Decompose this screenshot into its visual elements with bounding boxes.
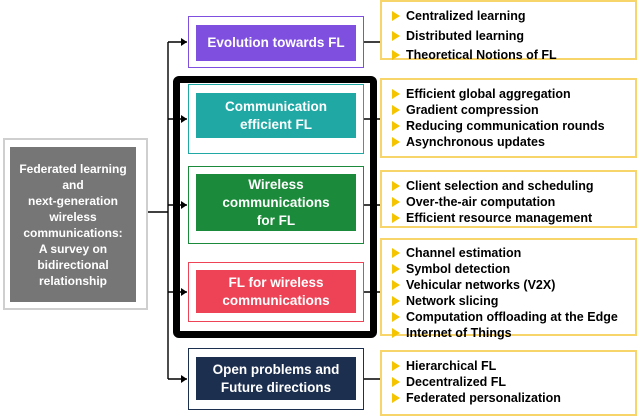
list-item: Efficient resource management — [392, 210, 592, 226]
list-item: Client selection and scheduling — [392, 178, 594, 194]
item-label: Distributed learning — [406, 28, 525, 43]
bullet-arrow-icon — [392, 30, 400, 41]
bullet-arrow-icon — [392, 137, 400, 147]
list-item: Symbol detection — [392, 261, 510, 277]
list-item: Theoretical Notions of FL — [392, 47, 557, 63]
item-label: Computation offloading at the Edge — [406, 310, 618, 324]
bullet-arrow-icon — [392, 393, 400, 403]
item-label: Internet of Things — [406, 326, 512, 340]
list-item: Federated personalization — [392, 390, 561, 406]
items-frame-wireless — [380, 170, 637, 228]
item-label: Hierarchical FL — [406, 359, 497, 373]
list-item: Centralized learning — [392, 8, 525, 24]
list-item: Asynchronous updates — [392, 134, 545, 150]
arrow-fl_wireless — [181, 288, 187, 296]
item-label: Symbol detection — [406, 262, 511, 276]
list-item: Hierarchical FL — [392, 358, 496, 374]
item-label: Decentralized FL — [406, 375, 507, 389]
list-item: Network slicing — [392, 293, 498, 309]
item-label: Gradient compression — [406, 103, 539, 117]
bullet-arrow-icon — [392, 312, 400, 322]
item-label: Theoretical Notions of FL — [406, 48, 557, 62]
bullet-arrow-icon — [392, 377, 400, 387]
bullet-arrow-icon — [392, 213, 400, 223]
item-label: Over-the-air computation — [406, 195, 556, 209]
category-box-open: Open problems and Future directions — [196, 357, 356, 400]
category-box-evolution: Evolution towards FL — [196, 25, 356, 61]
items-frame-evolution — [380, 0, 637, 60]
bullet-arrow-icon — [392, 296, 400, 306]
highlight-frame — [173, 76, 377, 338]
category-box-fl_wireless: FL for wireless communications — [196, 270, 356, 313]
bullet-arrow-icon — [392, 181, 400, 191]
category-box-communication: Communication efficient FL — [196, 93, 356, 138]
bullet-arrow-icon — [392, 197, 400, 207]
bullet-arrow-icon — [392, 248, 400, 258]
item-label: Asynchronous updates — [406, 135, 545, 149]
arrow-evolution — [181, 38, 187, 46]
bullet-arrow-icon — [392, 50, 400, 60]
list-item: Computation offloading at the Edge — [392, 309, 618, 325]
category-box-wireless: Wireless communications for FL — [196, 174, 356, 231]
item-label: Efficient resource management — [406, 211, 593, 225]
item-label: Federated personalization — [406, 391, 561, 405]
bullet-arrow-icon — [392, 264, 400, 274]
bullet-arrow-icon — [392, 121, 400, 131]
item-label: Reducing communication rounds — [406, 119, 605, 133]
list-item: Internet of Things — [392, 325, 512, 341]
list-item: Reducing communication rounds — [392, 118, 605, 134]
bullet-arrow-icon — [392, 361, 400, 371]
item-label: Client selection and scheduling — [406, 179, 594, 193]
arrow-communication — [181, 115, 187, 123]
item-label: Channel estimation — [406, 246, 522, 260]
item-label: Network slicing — [406, 294, 499, 308]
bullet-arrow-icon — [392, 89, 400, 99]
list-item: Gradient compression — [392, 102, 539, 118]
root-topic-box: Federated learning and next-generation w… — [10, 147, 136, 302]
list-item: Decentralized FL — [392, 374, 506, 390]
bullet-arrow-icon — [392, 105, 400, 115]
list-item: Over-the-air computation — [392, 194, 555, 210]
item-label: Vehicular networks (V2X) — [406, 278, 556, 292]
list-item: Efficient global aggregation — [392, 86, 571, 102]
list-item: Channel estimation — [392, 245, 521, 261]
items-frame-communication — [380, 78, 637, 158]
items-frame-open — [380, 350, 637, 416]
bullet-arrow-icon — [392, 280, 400, 290]
bullet-arrow-icon — [392, 11, 400, 21]
arrow-open — [181, 375, 187, 383]
item-label: Centralized learning — [406, 9, 526, 23]
list-item: Vehicular networks (V2X) — [392, 277, 555, 293]
item-label: Efficient global aggregation — [406, 87, 571, 101]
bullet-arrow-icon — [392, 328, 400, 338]
arrow-wireless — [181, 201, 187, 209]
list-item: Distributed learning — [392, 28, 524, 44]
items-frame-fl_wireless — [380, 238, 637, 336]
